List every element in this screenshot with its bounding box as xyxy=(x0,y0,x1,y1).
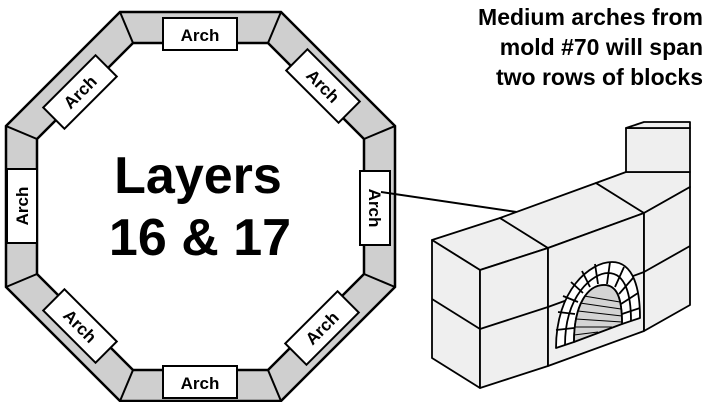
leader-line xyxy=(380,191,538,216)
octagon-ring: Arch Arch Arch Arch Arch xyxy=(4,10,397,402)
center-label-numbers: 16 & 17 xyxy=(109,209,291,267)
arch-box-top: Arch xyxy=(162,17,238,51)
arch-label-bottom: Arch xyxy=(181,374,220,393)
arch-box-bottom-left: Arch xyxy=(41,287,119,365)
arch-label-right: Arch xyxy=(365,189,384,228)
arch-label-top: Arch xyxy=(181,26,220,45)
caption-line-3: two rows of blocks xyxy=(495,64,703,90)
arch-box-right: Arch xyxy=(359,170,391,246)
arch-box-bottom: Arch xyxy=(162,365,238,399)
center-label-layers: Layers xyxy=(114,147,282,205)
arch-label-left: Arch xyxy=(13,187,32,226)
caption-line-2: mold #70 will span xyxy=(499,34,703,60)
arch-wall-illustration xyxy=(431,121,691,389)
arch-box-bottom-right: Arch xyxy=(283,289,361,367)
caption: Medium arches from mold #70 will span tw… xyxy=(343,2,703,92)
arch-box-left: Arch xyxy=(6,168,38,244)
caption-line-1: Medium arches from xyxy=(478,4,703,30)
